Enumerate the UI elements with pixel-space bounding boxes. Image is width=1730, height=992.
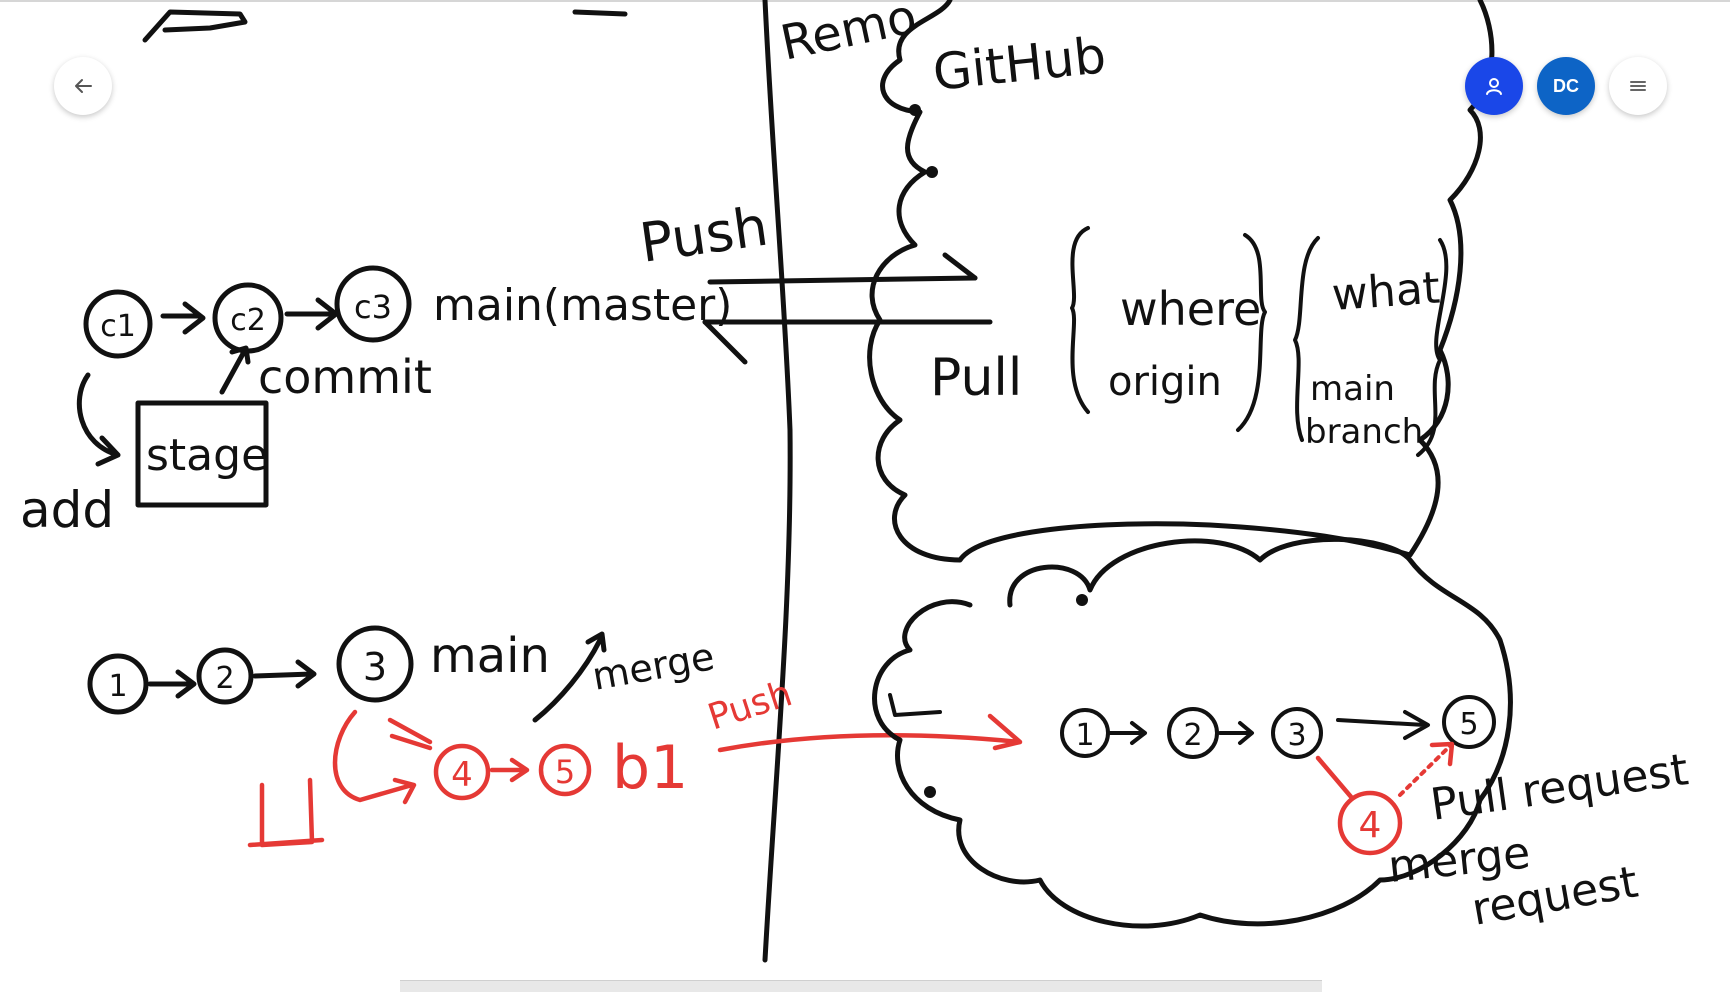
left-brace-where [1070,226,1090,414]
push-label: Push [636,195,772,275]
github-label: GitHub [930,26,1108,102]
branch-commit-label: 5 [555,753,575,791]
merge-arrow [532,631,607,723]
top-scribble-drawing [142,9,248,43]
cloud-dot [926,166,938,178]
remote-arrow [1218,721,1254,745]
top-border [0,0,1730,2]
left-brace-what [1293,236,1320,442]
remote-branch-commit-4 [1337,790,1403,856]
commit-node-label: 3 [363,645,387,689]
cloud-tick [888,693,942,717]
remote-commit-label: 3 [1287,718,1306,753]
pull-label: Pull [930,348,1022,408]
red-branch-arrow-2 [387,717,433,751]
commit-arrow [284,297,339,331]
commit-node-label: c1 [100,309,136,344]
branch-commit-4 [433,743,491,801]
top-scribble-arrow [572,9,628,17]
arrow-left-icon [75,79,92,93]
branch-arrow [489,757,530,783]
right-brace-where [1236,233,1267,432]
commit-label: commit [258,350,432,404]
add-arrow [76,372,121,467]
github-cloud-outline [867,0,1495,563]
right-brace-what [1416,238,1449,457]
commit-node-3 [336,625,414,703]
origin-label: origin [1108,359,1222,405]
commit-node-label: 2 [215,661,234,696]
horizontal-scrollbar[interactable] [400,980,1322,992]
commit-up-arrow [219,345,251,395]
local-remote-divider [762,0,793,963]
add-label: add [20,481,114,539]
merge-label: merge [589,634,718,699]
participant-button[interactable] [1465,57,1523,115]
menu-button[interactable] [1609,57,1667,115]
remote-arrow [1108,721,1147,745]
hamburger-menu-icon [1630,81,1646,91]
commit-node-2 [196,647,254,705]
repo-cloud-outline [872,536,1513,929]
back-button[interactable] [54,57,112,115]
remote-branch-label: 4 [1359,805,1382,846]
pull-arrow-head [702,319,748,365]
red-branch-arrow [332,709,417,805]
remote-arrow [1336,710,1430,740]
commit-node-c1 [83,289,153,359]
branch-label: branch [1305,412,1423,452]
push-arrow-head [942,252,978,281]
main-label: main [1310,369,1395,409]
remote-commit-label: 5 [1459,707,1478,742]
remote-branch-line [1315,755,1355,801]
cloud-dot [924,786,936,798]
cloud-dot [909,104,921,116]
stage-box [135,400,269,508]
remote-commit-5 [1442,695,1496,749]
remote-commit-2 [1167,707,1219,759]
what-label: what [1330,263,1441,321]
where-label: where [1120,282,1261,336]
red-box-icon [247,777,325,848]
branch-commit-5 [538,743,592,797]
commit-node-label: 1 [108,669,127,704]
remote-pr-dotted-line [1398,744,1452,797]
b1-label: b1 [612,733,688,803]
commit-node-label: c2 [230,303,266,338]
row2-main-label: main [430,628,550,684]
remote-commit-label: 1 [1075,718,1094,753]
commit-node-c3 [334,265,412,343]
pull-request-label: Pull request [1427,744,1691,831]
remote-commit-label: 2 [1183,718,1202,753]
red-push-arrow [717,713,1023,753]
commit-node-label: c3 [354,288,392,326]
commit-arrow [147,669,197,699]
commit-arrow [160,301,206,335]
person-icon [1486,78,1502,95]
push-red-label: Push [703,673,797,738]
commit-arrow [252,659,317,689]
commit-node-1 [87,653,149,715]
remote-pr-arrow-head [1429,741,1455,767]
push-arrow-line [707,275,978,285]
branch-commit-label: 4 [451,755,473,795]
stage-label: stage [146,430,268,481]
remote-commit-3 [1271,707,1323,759]
user-avatar[interactable]: DC [1537,57,1595,115]
cloud-dot [1076,594,1088,606]
main-master-label: main(master) [433,280,732,331]
